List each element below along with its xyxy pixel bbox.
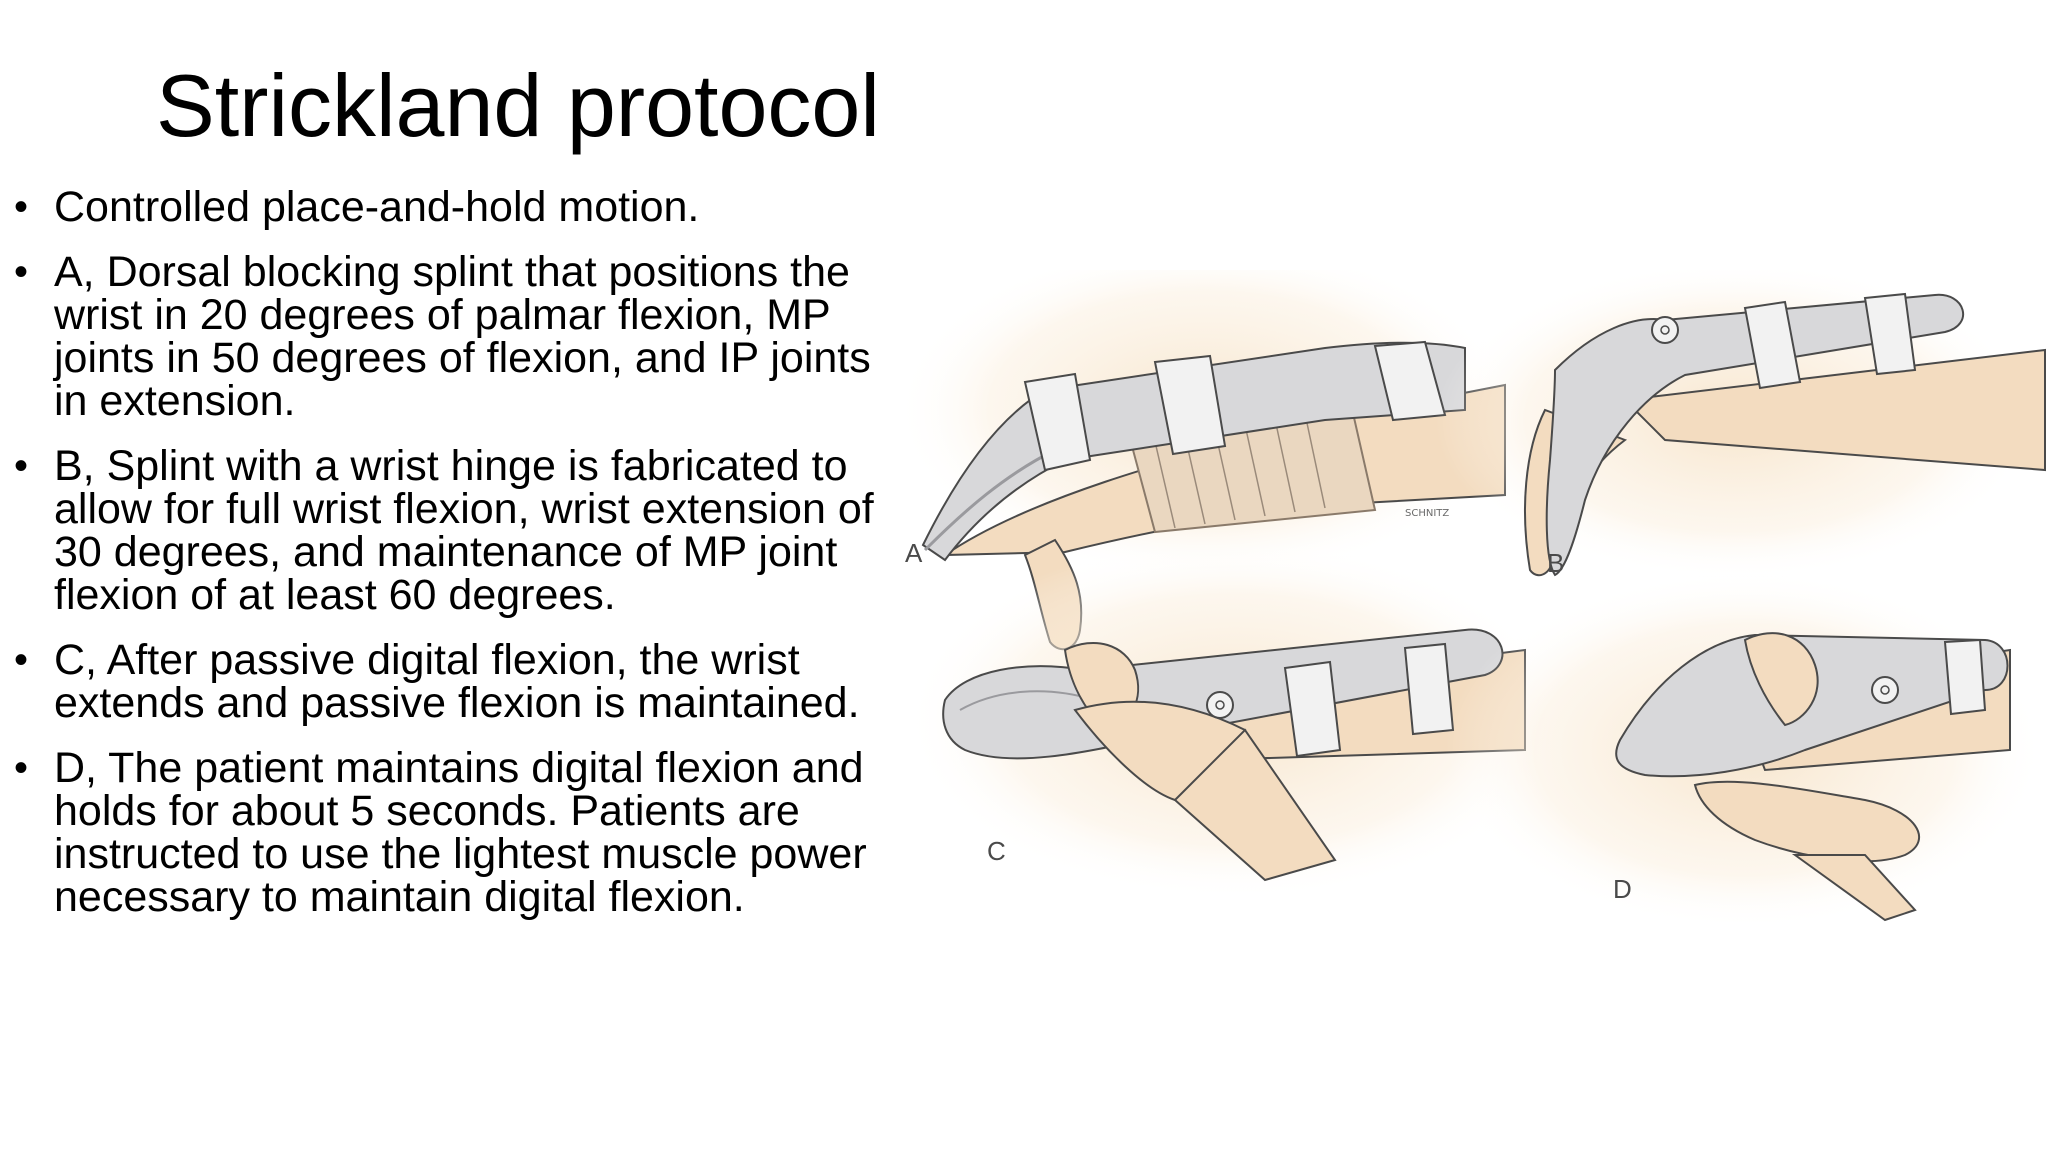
artist-signature: SCHNITZ [1405, 508, 1449, 519]
panel-label-b: B [1547, 548, 1564, 578]
bullet-symbol: • [14, 444, 29, 488]
splint-illustration: SCHNITZ A B [905, 270, 2048, 1152]
bullet-text: Controlled place-and-hold motion. [54, 183, 700, 231]
bullet-symbol: • [14, 250, 29, 294]
bullet-item: • B, Splint with a wrist hinge is fabric… [14, 445, 874, 617]
slide-title: Strickland protocol [156, 56, 880, 155]
panel-c-drawing: C [905, 540, 1565, 900]
panel-label-c: C [987, 836, 1006, 866]
bullet-list: • Controlled place-and-hold motion. • A,… [14, 186, 874, 941]
bullet-item: • C, After passive digital flexion, the … [14, 639, 874, 725]
bullet-item: • A, Dorsal blocking splint that positio… [14, 251, 874, 423]
panel-label-a: A [905, 538, 923, 568]
bullet-item: • D, The patient maintains digital flexi… [14, 747, 874, 919]
bullet-text: B, Splint with a wrist hinge is fabricat… [54, 442, 874, 619]
bullet-symbol: • [14, 746, 29, 790]
panel-d-drawing: D [1445, 570, 2045, 930]
panel-b-drawing: B [1435, 270, 2046, 580]
bullet-text: D, The patient maintains digital flexion… [54, 744, 867, 921]
bullet-item: • Controlled place-and-hold motion. [14, 186, 874, 229]
bullet-text: A, Dorsal blocking splint that positions… [54, 248, 871, 425]
bullet-symbol: • [14, 638, 29, 682]
bullet-text: C, After passive digital flexion, the wr… [54, 636, 860, 727]
bullet-symbol: • [14, 185, 29, 229]
panel-label-d: D [1613, 874, 1632, 904]
